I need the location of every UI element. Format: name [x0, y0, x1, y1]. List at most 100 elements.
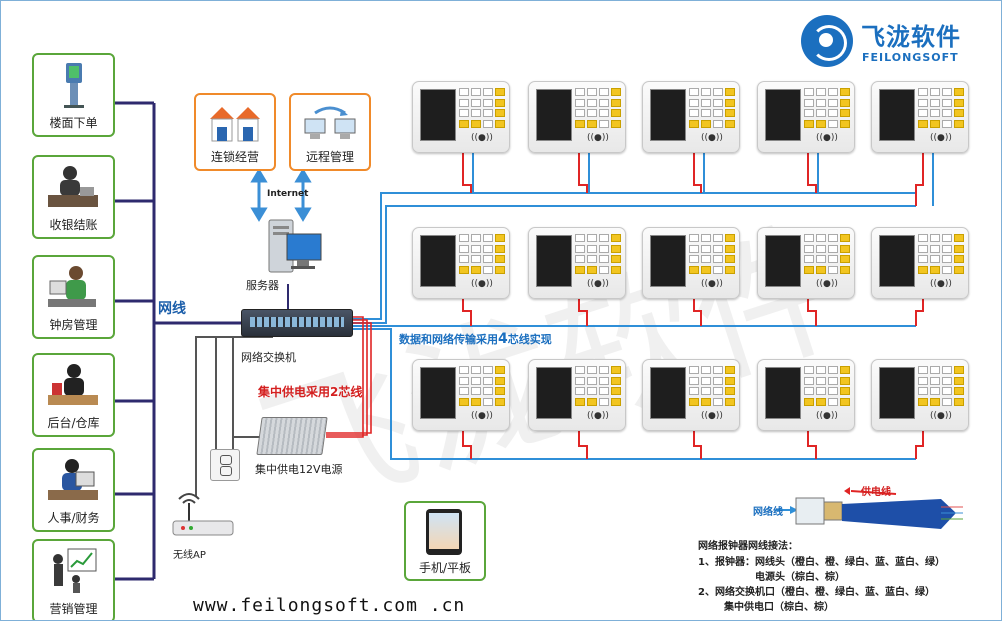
clock-terminal: ((●))	[757, 227, 855, 299]
terminal-keypad	[459, 88, 505, 128]
remote-management-label: 远程管理	[305, 150, 354, 164]
network-switch-icon	[241, 309, 353, 337]
nfc-icon: ((●))	[701, 133, 723, 143]
tablet-icon	[426, 509, 462, 555]
terminal-keypad	[575, 234, 621, 274]
clock-terminal: ((●))	[412, 81, 510, 153]
terminal-screen	[650, 235, 686, 287]
role-label: 楼面下单	[49, 116, 98, 130]
accountant-icon	[46, 456, 100, 504]
brand-name-en: FEILONGSOFT	[862, 51, 959, 64]
nfc-icon: ((●))	[816, 133, 838, 143]
role-backoffice-warehouse: 后台/仓库	[32, 353, 115, 437]
clock-terminal: ((●))	[757, 359, 855, 431]
role-cashier: 收银结账	[32, 155, 115, 239]
role-label: 后台/仓库	[47, 416, 100, 430]
terminal-screen	[765, 89, 801, 141]
data-note-suffix: 芯线实现	[507, 333, 552, 346]
wireless-ap-icon	[172, 493, 234, 536]
chain-operations-box: 连锁经营	[194, 93, 276, 171]
mobile-tablet-box: 手机/平板	[404, 501, 486, 581]
power-outlet-icon	[210, 449, 240, 481]
role-floor-ordering: 楼面下单	[32, 53, 115, 137]
wiring-line-1: 1、报钟器：网线头（橙白、橙、绿白、蓝、蓝白、绿）	[698, 557, 945, 568]
cashier-icon	[46, 163, 100, 211]
internet-label: Internet	[267, 189, 309, 199]
terminal-screen	[765, 367, 801, 419]
role-label: 收银结账	[49, 218, 98, 232]
terminal-keypad	[575, 366, 621, 406]
terminal-screen	[650, 367, 686, 419]
power-supply-label: 集中供电12V电源	[255, 463, 343, 476]
clock-terminal: ((●))	[412, 227, 510, 299]
brand-name-cn: 飞泷软件	[861, 23, 961, 51]
network-line-label: 网线	[158, 301, 186, 317]
power-supply-icon	[256, 417, 328, 455]
terminal-screen	[536, 235, 572, 287]
legend-network-label: 网络线	[753, 507, 783, 518]
terminal-screen	[536, 89, 572, 141]
clock-terminal: ((●))	[642, 227, 740, 299]
nfc-icon: ((●))	[587, 133, 609, 143]
terminal-keypad	[804, 88, 850, 128]
terminal-keypad	[459, 366, 505, 406]
terminal-keypad	[918, 366, 964, 406]
legend-power-label: 供电线	[861, 487, 891, 498]
nfc-icon: ((●))	[701, 411, 723, 421]
wiring-title: 网络报钟器网线接法：	[698, 541, 798, 552]
internet-arrows	[250, 168, 312, 222]
terminal-keypad	[804, 234, 850, 274]
clock-terminal: ((●))	[871, 359, 969, 431]
role-marketing: 营销管理	[32, 539, 115, 620]
terminal-screen	[879, 235, 915, 287]
terminal-keypad	[918, 88, 964, 128]
website-url[interactable]: www.feilongsoft.com .cn	[193, 595, 466, 616]
role-hr-finance: 人事/财务	[32, 448, 115, 532]
power-note: 集中供电采用2芯线	[258, 385, 363, 399]
terminal-keypad	[689, 88, 735, 128]
nfc-icon: ((●))	[930, 411, 952, 421]
terminal-keypad	[804, 366, 850, 406]
kiosk-icon	[46, 61, 100, 109]
terminal-keypad	[575, 88, 621, 128]
terminal-screen	[879, 367, 915, 419]
data-transmission-note: 数据和网络传输采用4芯线实现	[399, 331, 552, 347]
nfc-icon: ((●))	[930, 133, 952, 143]
terminal-screen	[420, 89, 456, 141]
nfc-icon: ((●))	[471, 279, 493, 289]
nfc-icon: ((●))	[930, 279, 952, 289]
chain-operations-label: 连锁经营	[210, 150, 259, 164]
role-clock-room: 钟房管理	[32, 255, 115, 339]
office-worker-icon	[46, 361, 100, 409]
connector-graphic	[776, 487, 963, 529]
sync-computers-icon	[304, 106, 356, 139]
clock-terminal: ((●))	[871, 227, 969, 299]
wiring-line-3: 2、网络交换机口（橙白、橙、绿白、蓝、蓝白、绿）	[698, 587, 935, 598]
data-note-number: 4	[498, 331, 508, 347]
nfc-icon: ((●))	[471, 133, 493, 143]
clock-terminal: ((●))	[528, 359, 626, 431]
terminal-screen	[420, 367, 456, 419]
terminal-screen	[879, 89, 915, 141]
nfc-icon: ((●))	[701, 279, 723, 289]
nfc-icon: ((●))	[587, 411, 609, 421]
nfc-icon: ((●))	[471, 411, 493, 421]
wiring-line-4: 集中供电口（棕白、棕）	[724, 602, 834, 613]
data-note-prefix: 数据和网络传输采用	[399, 333, 498, 346]
terminal-screen	[765, 235, 801, 287]
clock-terminal: ((●))	[528, 81, 626, 153]
terminal-keypad	[689, 234, 735, 274]
server-icon	[268, 219, 322, 273]
building-icon	[210, 107, 260, 142]
clock-terminal: ((●))	[528, 227, 626, 299]
logo-mark	[801, 15, 853, 67]
clock-terminal: ((●))	[871, 81, 969, 153]
terminal-screen	[420, 235, 456, 287]
nfc-icon: ((●))	[587, 279, 609, 289]
terminal-keypad	[689, 366, 735, 406]
mobile-tablet-label: 手机/平板	[418, 561, 472, 575]
wiring-instructions: 网络报钟器网线接法： 1、报钟器：网线头（橙白、橙、绿白、蓝、蓝白、绿） 电源头…	[698, 537, 996, 613]
clock-terminal: ((●))	[412, 359, 510, 431]
terminal-drops	[462, 151, 934, 459]
